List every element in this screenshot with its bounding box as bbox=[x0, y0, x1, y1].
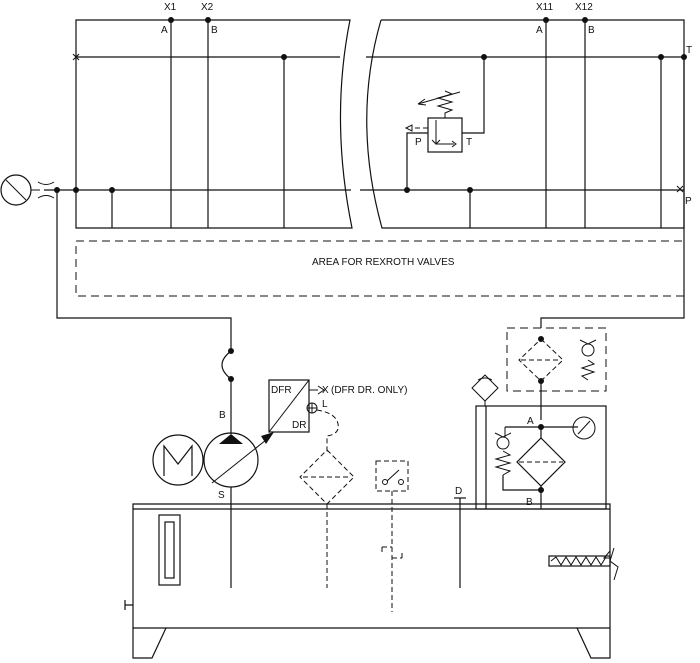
electric-motor-symbol bbox=[152, 434, 204, 486]
port-x12-label: X12 bbox=[575, 2, 593, 13]
pressure-gauge bbox=[0, 174, 76, 206]
valve-t-label: T bbox=[466, 137, 472, 148]
return-pipe bbox=[540, 57, 685, 328]
level-switch bbox=[375, 460, 409, 612]
port-x11-label: X11 bbox=[536, 2, 553, 13]
port-a2-label: A bbox=[536, 25, 543, 36]
manifold-block bbox=[72, 17, 687, 229]
drain-d-label: D bbox=[455, 486, 462, 497]
controller-l-label: L bbox=[322, 399, 328, 410]
port-p-label: P bbox=[685, 196, 692, 207]
pressure-relief-valve bbox=[404, 54, 487, 193]
pressure-filter bbox=[494, 416, 596, 509]
port-b2-label: B bbox=[588, 25, 595, 36]
port-a1-label: A bbox=[161, 25, 168, 36]
return-filter-group bbox=[506, 327, 607, 420]
variable-displacement-pump bbox=[203, 348, 274, 588]
controller-dfr-label: DFR bbox=[271, 385, 292, 396]
pump-b-label: B bbox=[219, 410, 226, 421]
controller-dr-label: DR bbox=[292, 420, 306, 431]
valve-p-label: P bbox=[415, 137, 422, 148]
reservoir-tank bbox=[124, 503, 619, 659]
pump-s-label: S bbox=[218, 490, 225, 501]
filter-b-label: B bbox=[526, 497, 533, 508]
port-t-label: T bbox=[686, 45, 692, 56]
pump-controller bbox=[268, 379, 339, 452]
port-x2-label: X2 bbox=[201, 2, 214, 13]
controller-x-note: (DFR DR. ONLY) bbox=[331, 385, 407, 396]
pressure-supply-pipe bbox=[56, 190, 232, 350]
port-b1-label: B bbox=[211, 25, 218, 36]
suction-strainer bbox=[299, 449, 355, 588]
controller-x-label: X bbox=[322, 385, 329, 396]
rexroth-valve-area bbox=[75, 240, 685, 297]
rexroth-area-label: AREA FOR REXROTH VALVES bbox=[312, 257, 455, 268]
port-x1-label: X1 bbox=[164, 2, 177, 13]
filter-a-label: A bbox=[527, 416, 534, 427]
case-drain bbox=[454, 497, 466, 588]
